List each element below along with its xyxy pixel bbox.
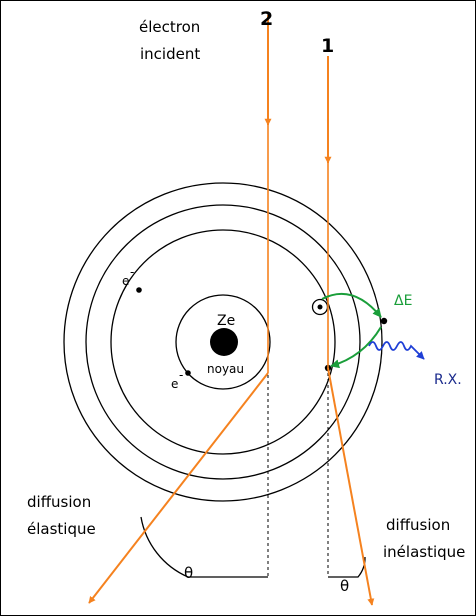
elastic-label-line1: diffusion [27, 493, 91, 511]
electron-label-lower: e [171, 377, 178, 391]
nucleus [210, 328, 238, 356]
electron-label-upper: e [122, 274, 129, 288]
inelastic-angle-arc [328, 556, 366, 578]
shell-third [85, 204, 361, 480]
shell-inner [175, 294, 271, 390]
elastic-label-line2: élastique [27, 520, 96, 538]
incident-label-line1: électron [139, 18, 200, 36]
electron-dot-lower [185, 370, 191, 376]
relaxation-arrow [330, 326, 382, 369]
beam-number-2: 2 [260, 8, 273, 30]
inelastic-label-line2: inélastique [383, 543, 465, 561]
incident-label-line2: incident [140, 45, 200, 63]
elastic-angle-arc [140, 516, 268, 578]
theta-inelastic: θ [340, 577, 349, 595]
shell-outer [63, 182, 383, 502]
shell-second [110, 229, 336, 455]
ejected-electron-dot [317, 304, 323, 310]
inelastic-label-line1: diffusion [386, 516, 450, 534]
electron-charge-lower: - [179, 368, 183, 382]
beam-number-1: 1 [321, 35, 334, 57]
nucleus-name-label: noyau [207, 362, 244, 376]
xray-label: R.X. [434, 372, 462, 388]
nucleus-charge-label: Ze [217, 313, 235, 329]
theta-elastic: θ [184, 564, 193, 582]
elastic-scattered-beam [88, 372, 269, 604]
excitation-arrow [321, 292, 382, 318]
delta-e-label: ΔE [394, 293, 412, 309]
electron-charge-upper: - [130, 265, 134, 279]
inelastic-scattered-beam [327, 367, 375, 606]
outer-shell-electron [380, 317, 388, 325]
xray-wave [368, 341, 425, 360]
electron-dot-upper [136, 287, 142, 293]
